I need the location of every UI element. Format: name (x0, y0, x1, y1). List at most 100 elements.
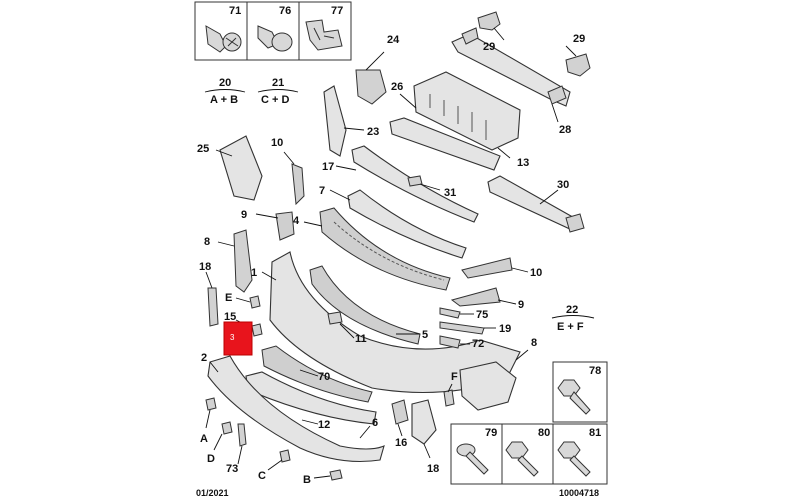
hardware-box-80: 80 (501, 423, 554, 485)
grouping-22-number: 22 (566, 304, 578, 316)
hardware-box-81: 81 (552, 423, 608, 485)
part-18-strip-left (205, 271, 219, 327)
label-12: 12 (318, 419, 330, 431)
part-C-clip (267, 449, 291, 471)
label-2: 2 (201, 352, 207, 364)
round-screw-icon (257, 25, 293, 52)
screw-icon (205, 25, 242, 53)
hardware-box-76: 76 (246, 1, 300, 61)
label-29b: 29 (573, 33, 585, 45)
grouping-22-formula: E + F (557, 321, 584, 333)
part-10-vent-right (461, 257, 529, 279)
hardware-box-78: 78 (552, 361, 608, 423)
part-13-lower-carrier (389, 117, 511, 171)
label-1: 1 (251, 267, 257, 279)
hardware-box-77-label: 77 (331, 5, 343, 17)
label-17: 17 (322, 161, 334, 173)
label-4: 4 (293, 215, 300, 227)
label-28: 28 (559, 124, 571, 136)
label-19: 19 (499, 323, 511, 335)
part-29-bracket-a (477, 11, 505, 41)
hardware-box-76-label: 76 (279, 5, 291, 17)
part-19-trim (439, 321, 496, 335)
label-72: 72 (472, 338, 484, 350)
part-4-upper-grille (303, 207, 451, 291)
part-16-fog-cover (391, 399, 409, 437)
part-70-lower-grille (261, 345, 373, 403)
label-18-left: 18 (199, 261, 211, 273)
part-E-clip (235, 295, 261, 309)
label-D: D (207, 453, 215, 465)
label-F: F (451, 371, 458, 383)
part-30-lower-bar (487, 175, 585, 233)
screw-icon (456, 443, 489, 475)
label-13: 13 (517, 157, 529, 169)
label-9-left: 9 (241, 209, 247, 221)
part-A-clip (205, 397, 217, 429)
footer-reference: 10004718 (559, 488, 599, 498)
label-10-right: 10 (530, 267, 542, 279)
part-8-right-bracket (459, 349, 529, 411)
part-6-lip (359, 425, 371, 439)
label-23: 23 (367, 126, 379, 138)
label-15: 15 (224, 311, 236, 323)
grouping-20: 20 A + B (204, 77, 246, 106)
label-25: 25 (197, 143, 209, 155)
label-18-bottom: 18 (427, 463, 439, 475)
label-75: 75 (476, 309, 488, 321)
part-18-lower-trim (411, 399, 437, 459)
hardware-box-79-label: 79 (485, 427, 497, 439)
part-9-vent-left (255, 211, 295, 241)
label-73: 73 (226, 463, 238, 475)
part-12-lower-panel (245, 371, 377, 425)
label-29a: 29 (483, 41, 495, 53)
label-16: 16 (395, 437, 407, 449)
part-23-duct (323, 85, 365, 157)
part-26-upper-panel (399, 71, 521, 151)
hardware-box-80-label: 80 (538, 427, 550, 439)
highlight-marker-text: 3 (230, 333, 235, 342)
label-70: 70 (318, 371, 330, 383)
part-73-strip (237, 423, 247, 465)
hex-bolt-icon (505, 441, 539, 477)
grouping-22: 22 E + F (551, 304, 595, 333)
label-B: B (303, 474, 311, 486)
part-29-bracket-b (565, 45, 591, 77)
label-24: 24 (387, 34, 400, 46)
hardware-box-78-label: 78 (589, 365, 601, 377)
highlight-marker: 3 (223, 321, 253, 356)
hardware-box-77: 77 (298, 1, 352, 61)
label-26: 26 (391, 81, 403, 93)
label-8-left: 8 (204, 236, 210, 248)
hardware-box-79: 79 (450, 423, 503, 485)
part-1-bumper-cover (261, 251, 521, 393)
label-5: 5 (422, 329, 428, 341)
part-72-bracket (439, 335, 470, 349)
part-24-bracket (355, 51, 387, 105)
part-F-clip (443, 383, 455, 407)
label-11: 11 (355, 333, 367, 345)
label-30: 30 (557, 179, 569, 191)
part-labels: 29 29 24 26 28 23 13 25 10 17 30 31 7 9 … (197, 33, 585, 486)
part-2-spoiler (207, 355, 385, 462)
part-D-clip (213, 421, 233, 451)
label-10-left: 10 (271, 137, 283, 149)
grouping-21-formula: C + D (261, 94, 289, 106)
part-10-vent-left (283, 151, 305, 206)
part-11-clip (327, 311, 355, 339)
label-31: 31 (444, 187, 456, 199)
label-C: C (258, 470, 266, 482)
label-E: E (225, 292, 232, 304)
part-75-strip (439, 307, 474, 319)
hardware-box-71-label: 71 (229, 5, 241, 17)
label-9-right: 9 (518, 299, 524, 311)
part-7-reinforcement (329, 189, 467, 259)
label-8-right: 8 (531, 337, 537, 349)
grouping-20-formula: A + B (210, 94, 238, 106)
label-6: 6 (372, 417, 378, 429)
hardware-box-71: 71 (194, 1, 248, 61)
label-7: 7 (319, 185, 325, 197)
hex-bolt-icon (557, 379, 591, 415)
part-25-deflector (215, 135, 263, 201)
